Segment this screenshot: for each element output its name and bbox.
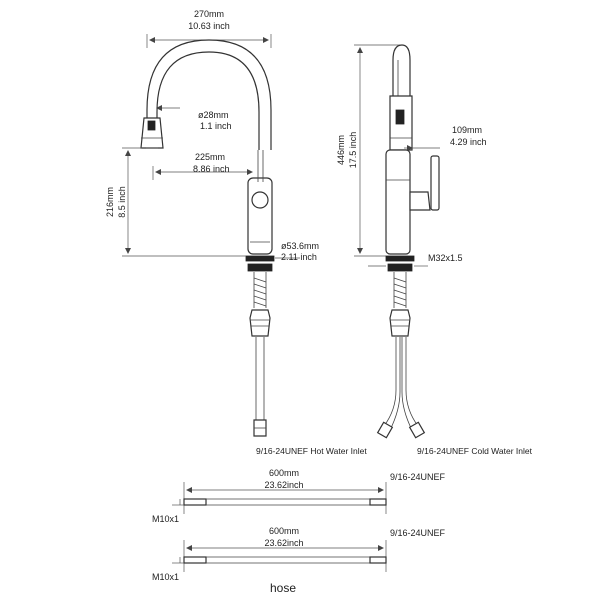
side-height-inch: 17.5 inch	[348, 132, 358, 169]
front-height-dimension: 216mm 8.5 inch	[105, 147, 246, 257]
hose-1-thread-right: 9/16-24UNEF	[390, 472, 446, 482]
hose-1: 600mm 23.62inch 9/16-24UNEF M10x1	[152, 468, 446, 524]
hose-2-length-mm: 600mm	[269, 526, 299, 536]
base-diameter-mm: ø53.6mm	[281, 241, 319, 251]
hose-caption: hose	[270, 581, 296, 595]
cold-inlet-label: 9/16-24UNEF Cold Water Inlet	[417, 446, 533, 456]
faucet-spout	[140, 39, 272, 150]
handle-inch: 4.29 inch	[450, 137, 487, 147]
side-body	[385, 149, 440, 272]
front-height-inch: 8.5 inch	[117, 186, 127, 218]
base-diameter-inch: 2.11 inch	[281, 252, 317, 262]
reach-mm: 225mm	[195, 152, 225, 162]
side-spout	[389, 44, 413, 151]
front-supply-hose: 9/16-24UNEF Hot Water Inlet	[249, 272, 367, 456]
hose-2-thread-left: M10x1	[152, 572, 179, 582]
base-diameter-dimension: ø53.6mm 2.11 inch	[275, 241, 319, 262]
hose-2-thread-right: 9/16-24UNEF	[390, 528, 446, 538]
side-height-mm: 446mm	[336, 135, 346, 165]
hose-1-length-inch: 23.62inch	[264, 480, 303, 490]
side-supply-hoses: 9/16-24UNEF Cold Water Inlet	[376, 272, 533, 456]
hose-1-length-mm: 600mm	[269, 468, 299, 478]
handle-dimension: 109mm 4.29 inch	[404, 125, 487, 151]
spout-diameter-inch: 1.1 inch	[200, 121, 232, 131]
hose-2: 600mm 23.62inch 9/16-24UNEF M10x1	[152, 526, 446, 582]
hose-2-length-inch: 23.62inch	[264, 538, 303, 548]
hot-inlet-label: 9/16-24UNEF Hot Water Inlet	[256, 446, 367, 456]
side-height-dimension: 446mm 17.5 inch	[336, 44, 402, 257]
reach-dimension: 225mm 8.86 inch	[152, 152, 253, 180]
front-height-mm: 216mm	[105, 187, 115, 217]
front-width-mm: 270mm	[194, 9, 224, 19]
spout-diameter-dimension: ø28mm 1.1 inch	[156, 105, 232, 131]
reach-inch: 8.86 inch	[193, 164, 230, 174]
hose-1-thread-left: M10x1	[152, 514, 179, 524]
spout-diameter-mm: ø28mm	[198, 110, 229, 120]
front-width-inch: 10.63 inch	[188, 21, 230, 31]
faucet-body	[245, 150, 275, 272]
thread-label: M32x1.5	[428, 253, 463, 263]
front-width-dimension: 270mm 10.63 inch	[146, 9, 272, 48]
thread-dimension: M32x1.5	[368, 253, 463, 267]
front-view: 270mm 10.63 inch ø28mm 1.1 inch 225mm 8.…	[105, 9, 367, 456]
side-view: 446mm 17.5 inch 109mm 4.29 in	[336, 44, 533, 456]
handle-mm: 109mm	[452, 125, 482, 135]
